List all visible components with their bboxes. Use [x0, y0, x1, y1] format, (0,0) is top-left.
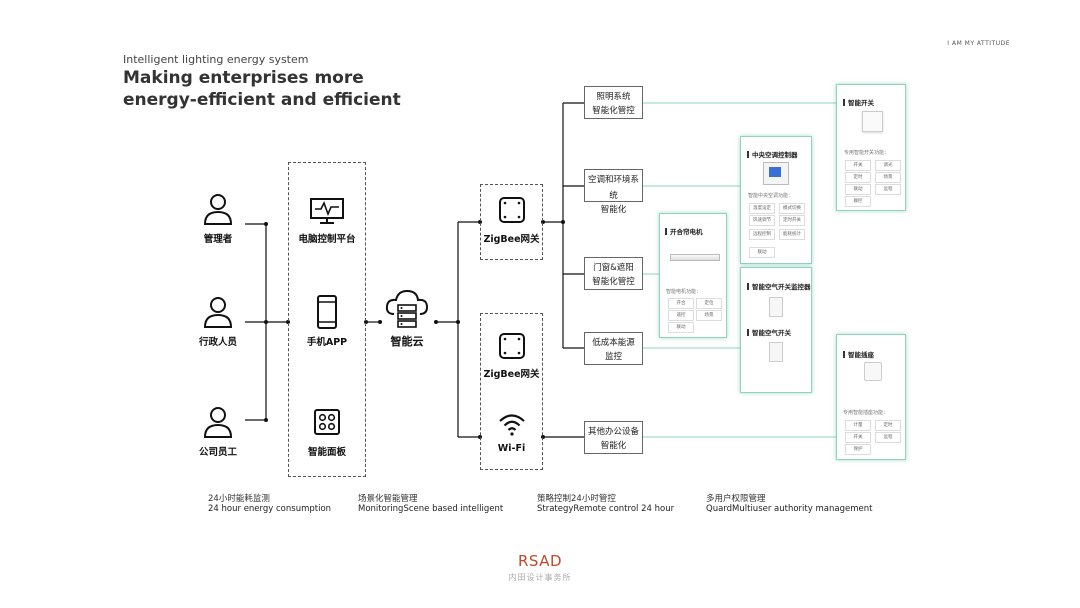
feature-chip: 温度设定 — [749, 203, 775, 214]
feature-chip: 群控 — [845, 196, 871, 207]
panel-title: 智能空气开关监控器 — [747, 281, 811, 291]
feature-cn: 24小时能耗监测 — [208, 494, 270, 504]
page-title: Making enterprises more energy-efficient… — [123, 67, 463, 111]
feature-chip: 场景 — [696, 310, 722, 321]
panel-thermostat: 中央空调控制器 智能中央空调功能： 温度设定 模式切换 风速调节 定时开关 远程… — [740, 136, 812, 264]
smartphone-icon — [300, 294, 354, 330]
panel-smart-switch: 智能开关 专用智能开关功能： 开关 调光 定时 场景 联动 远程 群控 — [836, 84, 906, 211]
gateway-icon — [496, 194, 528, 226]
panel-title: 智能开关 — [843, 97, 874, 107]
feature-chip: 定时 — [845, 172, 871, 183]
category-line1: 其他办公设备 — [587, 427, 639, 437]
feature-chip: 遥控 — [668, 310, 694, 321]
category-line1: 空调和环境系统 — [587, 175, 639, 201]
panel-smart-socket: 智能插座 专用智能插座功能： 计量 定时 开关 远程 保护 — [836, 334, 906, 460]
panel-caption: 专用智能插座功能： — [843, 410, 889, 416]
brand-logo: RSAD — [517, 552, 563, 570]
cloud-label: 智能云 — [390, 335, 424, 348]
zigbee-gateway-box — [480, 184, 543, 260]
category-line1: 门窗&遮阳 — [593, 263, 634, 273]
category-line2: 智能化管控 — [592, 106, 635, 116]
feature-chip: 场景 — [875, 172, 901, 183]
terminal-group — [288, 162, 366, 477]
panel-title: 智能空气开关 — [747, 327, 791, 337]
feature-cn: 多用户权限管理 — [706, 494, 766, 504]
feature-en: StrategyRemote control 24 hour — [537, 504, 675, 514]
panel-title: 开合帘电机 — [665, 226, 703, 236]
feature-chip: 模式切换 — [779, 203, 805, 214]
category-energy-monitoring: 低成本能源 监控 — [584, 332, 643, 365]
feature-chip: 远程 — [875, 432, 901, 443]
feature-chip: 开关 — [845, 160, 871, 171]
panel-title: 智能插座 — [843, 349, 874, 359]
feature-chip: 定时 — [875, 420, 901, 431]
feature-chip: 开关 — [845, 432, 871, 443]
thermostat-product-image — [763, 162, 789, 185]
category-line2: 监控 — [604, 352, 622, 362]
person-icon — [200, 406, 236, 438]
feature-chip: 风速调节 — [749, 215, 775, 226]
panel-air-switch: 智能空气开关监控器 智能空气开关 — [740, 267, 812, 393]
category-line1: 照明系统 — [596, 92, 631, 102]
feature-en: MonitoringScene based intelligent — [358, 504, 504, 514]
user-label: 公司员工 — [198, 447, 237, 458]
panel-caption: 智能电机功能： — [666, 289, 702, 295]
feature-chip: 联动 — [845, 184, 871, 195]
tagline: I AM MY ATTITUDE — [947, 40, 1010, 47]
feature-chip: 远程 — [875, 184, 901, 195]
gateway-label: Wi-Fi — [497, 443, 526, 454]
smart-panel-icon — [300, 407, 354, 437]
curtain-motor-product-image — [670, 254, 720, 261]
feature-chip: 定位 — [696, 298, 722, 309]
feature-chip: 调光 — [875, 160, 901, 171]
category-line2: 智能化 — [600, 441, 627, 451]
terminal-label: 电脑控制平台 — [298, 234, 356, 245]
feature-chip: 保护 — [845, 444, 871, 455]
feature-en: 24 hour energy consumption — [208, 504, 332, 514]
socket-product-image — [864, 362, 882, 381]
feature-chip: 计量 — [845, 420, 871, 431]
person-icon — [200, 296, 236, 328]
gateway-icon — [496, 330, 528, 362]
panel-curtain-motor: 开合帘电机 智能电机功能： 开合 定位 遥控 场景 联动 — [659, 213, 727, 338]
category-office-devices: 其他办公设备 智能化 — [584, 421, 643, 454]
gateway-label: ZigBee网关 — [483, 234, 540, 245]
feature-chip: 远程控制 — [749, 229, 775, 240]
page-subtitle: Intelligent lighting energy system — [123, 53, 309, 66]
feature-cn: 场景化智能管理 — [358, 494, 418, 504]
feature-cn: 策略控制24小时管控 — [537, 494, 616, 504]
feature-chip: 能耗统计 — [779, 229, 805, 240]
feature-chip: 定时开关 — [779, 215, 805, 226]
panel-caption: 智能中央空调功能： — [748, 193, 794, 199]
terminal-label: 手机APP — [306, 337, 348, 348]
wifi-icon — [496, 410, 528, 438]
air-switch-monitor-product-image — [769, 297, 783, 317]
gateway-label: ZigBee网关 — [483, 369, 540, 380]
user-label: 行政人员 — [198, 337, 237, 348]
monitor-pulse-icon — [300, 196, 354, 226]
category-line2: 智能化 — [600, 205, 627, 215]
title-line-1: Making enterprises more — [123, 68, 364, 88]
feature-chip: 开合 — [668, 298, 694, 309]
feature-chip: 联动 — [749, 247, 775, 258]
switch-product-image — [862, 111, 883, 132]
brand-subtitle: 内田设计事务所 — [508, 573, 572, 582]
category-lighting: 照明系统 智能化管控 — [584, 86, 643, 119]
category-hvac: 空调和环境系统 智能化 — [584, 169, 643, 215]
feature-en: QuardMultiuser authority management — [706, 504, 873, 514]
panel-caption: 专用智能开关功能： — [844, 150, 890, 156]
cloud-server-icon — [382, 288, 432, 330]
title-line-2: energy-efficient and efficient — [123, 90, 401, 110]
category-line1: 低成本能源 — [592, 338, 635, 348]
air-switch-product-image — [769, 342, 783, 362]
user-label: 管理者 — [203, 234, 233, 245]
panel-title: 中央空调控制器 — [747, 149, 798, 159]
feature-chip: 联动 — [668, 322, 694, 333]
category-line2: 智能化管控 — [592, 277, 635, 287]
category-doors-shading: 门窗&遮阳 智能化管控 — [584, 257, 643, 290]
gateway-group-box — [480, 313, 543, 470]
terminal-label: 智能面板 — [307, 447, 346, 458]
person-icon — [200, 193, 236, 225]
